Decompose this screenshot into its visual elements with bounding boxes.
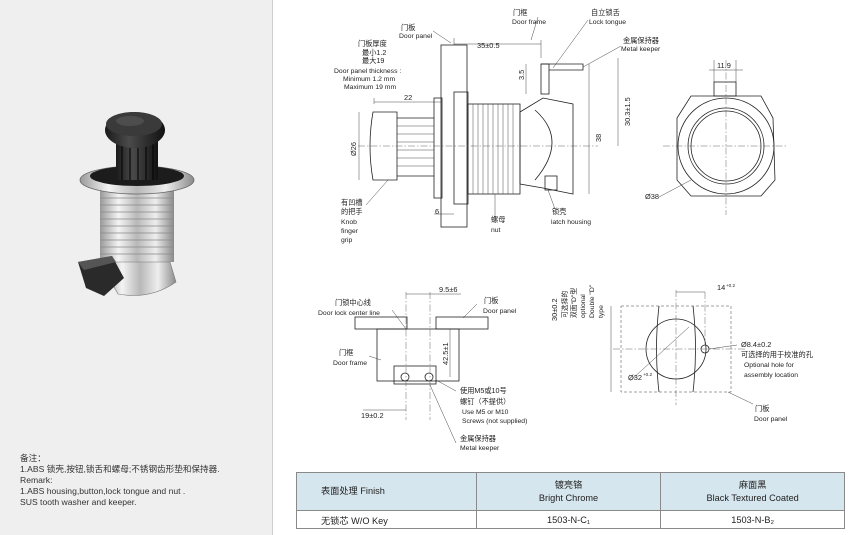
keeper-panel-label-en: Door panel [483, 308, 517, 315]
dim-14-tolerance: +0.2 [726, 283, 736, 288]
header-black-cn: 麻面黑 [738, 479, 767, 490]
dim-38-front: Ø38 [645, 192, 659, 201]
dim-35: 35±0.5 [477, 41, 500, 50]
double-d-label-cn-1: 可选择的 [560, 291, 569, 318]
cutout-panel-label-en: Door panel [754, 416, 788, 423]
assembly-hole-label-cn: 可选择的用于校准的孔 [741, 350, 813, 359]
dim-11-9: 11.9 [717, 61, 731, 70]
header-finish: 表面处理 Finish [296, 472, 477, 511]
keeper-frame-label-cn: 门框 [339, 348, 353, 357]
metal-keeper-label-cn: 金属保持器 [623, 36, 659, 45]
cutout-panel-label-cn: 门板 [755, 404, 769, 413]
knob-label-cn-2: 的把手 [341, 207, 363, 216]
keeper-mount-drawing [354, 292, 489, 444]
header-black: 麻面黑 Black Textured Coated [660, 472, 845, 511]
door-panel-label-en: Door panel [399, 33, 433, 40]
dim-6: 6 [435, 207, 439, 216]
double-d-label-en-2: Double "D" [589, 284, 596, 318]
keeper-label-cn: 金属保持器 [460, 434, 496, 443]
keeper-label-en: Metal keeper [460, 445, 500, 452]
finish-spec-table: 表面处理 Finish 镀亮铬 Bright Chrome 麻面黑 Black … [296, 472, 845, 529]
remark-heading-en: Remark: [20, 475, 53, 485]
keeper-frame-label-en: Door frame [333, 360, 367, 367]
assembly-hole-label-en-2: assembly location [744, 372, 798, 379]
product-photo [78, 112, 195, 296]
screw-label-cn-1: 使用M5或10号 [460, 386, 507, 395]
nut-label-cn: 螺母 [491, 215, 505, 224]
dim-38-side: 38 [594, 134, 603, 142]
screw-label-en-2: Screws (not supplied) [462, 418, 527, 425]
panel-thickness-cn: 门板厚度 [358, 39, 387, 48]
row-label: 无锁芯 W/O Key [296, 510, 477, 529]
housing-label-cn: 锁壳 [552, 207, 566, 216]
dim-3-5: 3.5 [517, 70, 526, 80]
knob-label-en-2: finger [341, 228, 359, 235]
header-black-en: Black Textured Coated [706, 492, 799, 503]
dim-42-5: 42.5±1 [441, 342, 450, 365]
screw-label-cn-2: 螺钉（不提供） [460, 397, 510, 406]
keeper-panel-label-cn: 门板 [484, 296, 498, 305]
panel-cutout-drawing [610, 290, 754, 405]
remark-line-en-1: 1.ABS housing,button,lock tongue and nut… [20, 486, 186, 496]
dim-32: Ø32 [628, 373, 642, 382]
lock-tongue-label-cn: 自立锁舌 [591, 8, 620, 17]
center-line-label-cn: 门锁中心线 [335, 298, 371, 307]
remark-line-cn: 1.ABS 锁壳,按钮,锁舌和螺母;不锈钢齿形垫和保持器. [20, 464, 220, 474]
panel-divider [272, 0, 273, 535]
panel-thickness-min-cn: 最小1.2 [362, 48, 386, 57]
knob-label-en-1: Knob [341, 219, 357, 226]
panel-thickness-max-cn: 最大19 [362, 56, 384, 65]
door-panel-label-cn: 门板 [401, 23, 415, 32]
header-chrome: 镀亮铬 Bright Chrome [475, 472, 662, 511]
remarks: 备注： 1.ABS 锁壳,按钮,锁舌和螺母;不锈钢齿形垫和保持器. Remark… [20, 453, 220, 508]
row-chrome-code: 1503-N-C₁ [475, 510, 662, 529]
lock-tongue-label-en: Lock tongue [589, 19, 626, 26]
dim-30: 30±0.2 [550, 298, 559, 321]
table-row: 无锁芯 W/O Key 1503-N-C₁ 1503-N-B₂ [296, 510, 845, 529]
remark-heading-cn: 备注： [20, 453, 46, 463]
front-view-drawing [658, 60, 788, 215]
dim-9-5: 9.5±6 [439, 285, 457, 294]
row-black-code: 1503-N-B₂ [660, 510, 845, 529]
dim-8-4: Ø8.4±0.2 [741, 340, 771, 349]
knob-label-en-3: grip [341, 237, 353, 244]
double-d-label-en-3: type [598, 305, 605, 318]
metal-keeper-label-en: Metal keeper [621, 46, 661, 53]
product-photo-panel: 备注： 1.ABS 锁壳,按钮,锁舌和螺母;不锈钢齿形垫和保持器. Remark… [0, 0, 272, 535]
double-d-label-en-1: optional [580, 294, 587, 318]
dim-14: 14 [717, 283, 725, 292]
door-frame-label-cn: 门框 [513, 8, 527, 17]
dim-19: 19±0.2 [361, 411, 384, 420]
knob-label-cn-1: 有凹槽 [341, 198, 363, 207]
door-frame-label-en: Door frame [512, 19, 546, 26]
table-header-row: 表面处理 Finish 镀亮铬 Bright Chrome 麻面黑 Black … [296, 472, 845, 511]
dim-30-3: 30.3±1.5 [623, 97, 632, 126]
panel-thickness-max-en: Maximum 19 mm [344, 84, 396, 91]
double-d-label-cn-2: 双面"D"型 [569, 288, 578, 318]
side-view-drawing [358, 38, 619, 228]
nut-label-en: nut [491, 227, 501, 234]
assembly-hole-label-en-1: Optional hole for [744, 362, 795, 369]
panel-thickness-en: Door panel thickness : [334, 68, 401, 75]
panel-thickness-min-en: Minimum 1.2 mm [343, 76, 395, 83]
header-chrome-cn: 镀亮铬 [554, 479, 583, 490]
housing-label-en: latch housing [551, 219, 591, 226]
dim-22: 22 [404, 93, 412, 102]
dim-26: Ø26 [349, 142, 358, 156]
dim-32-tolerance: +0.2 [643, 372, 653, 377]
remark-line-en-2: SUS tooth washer and keeper. [20, 497, 137, 507]
screw-label-en-1: Use M5 or M10 [462, 409, 509, 416]
header-chrome-en: Bright Chrome [538, 492, 599, 503]
technical-drawings: 门板 Door panel 门框 Door frame 自立锁舌 Lock to… [318, 8, 813, 452]
center-line-label-en: Door lock center line [318, 310, 380, 317]
